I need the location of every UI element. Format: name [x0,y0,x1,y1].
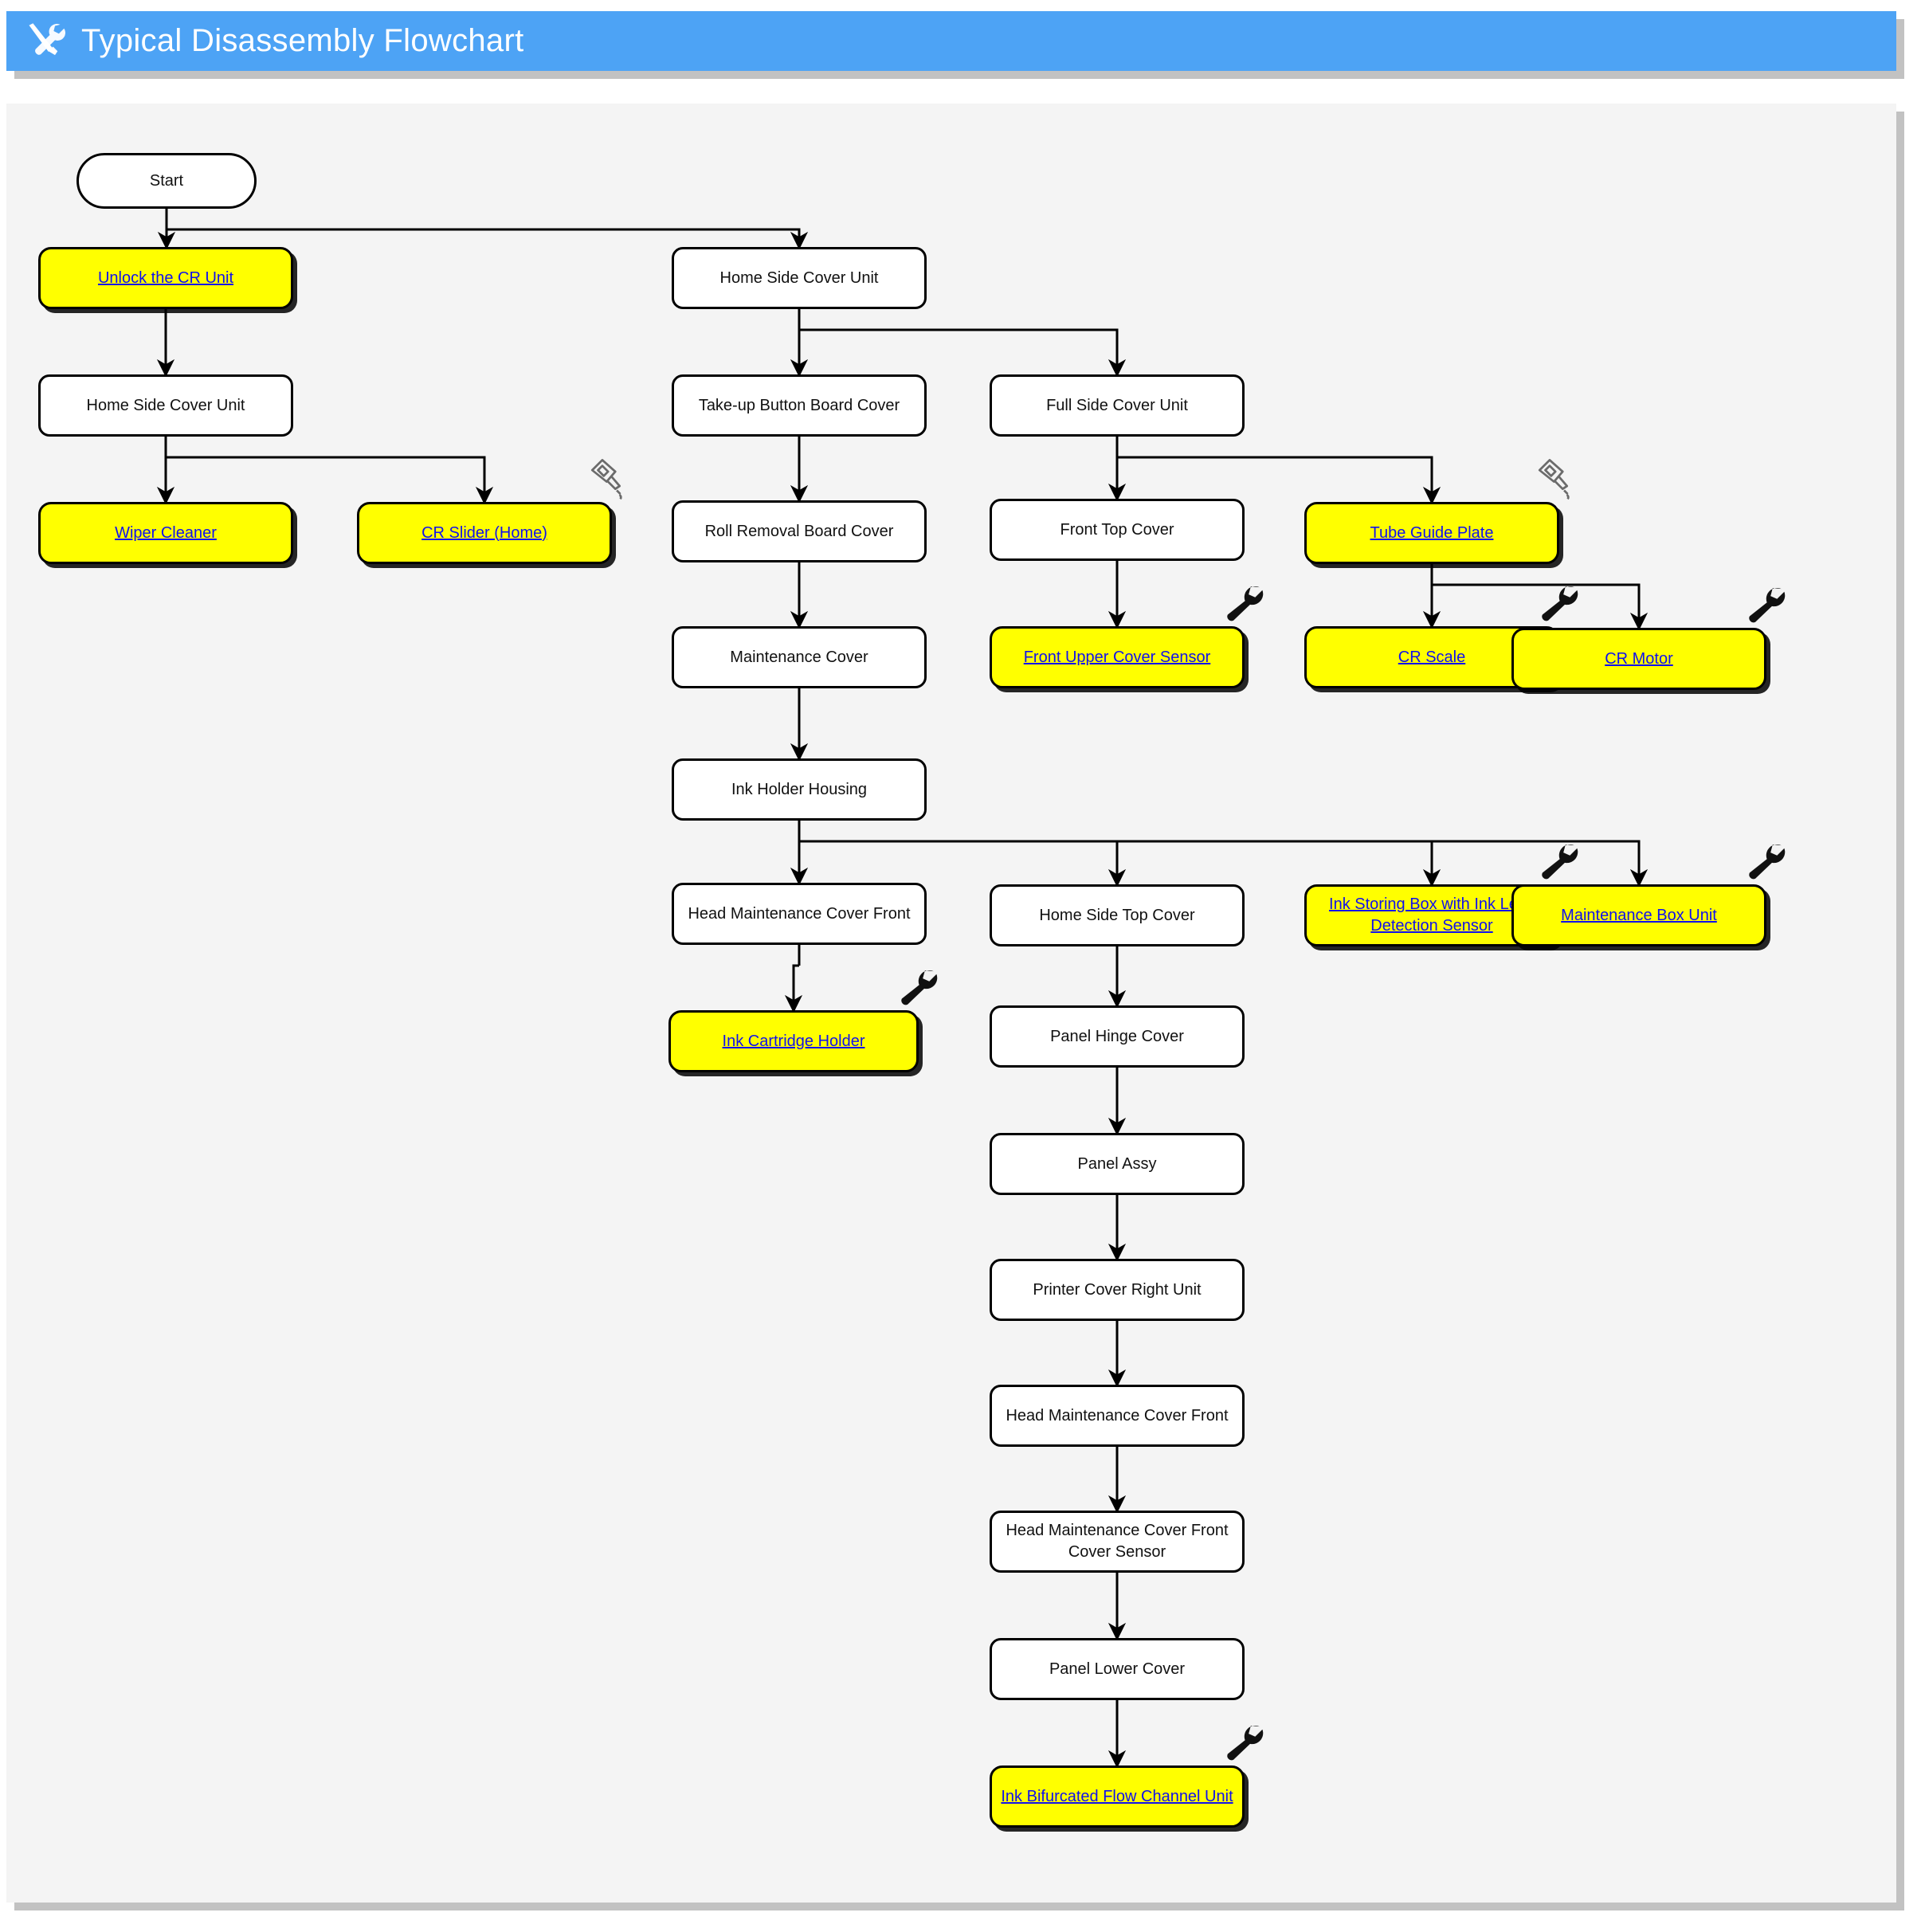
wrench-icon [893,964,939,1010]
flow-node-start: Start [76,153,257,209]
flow-node-take-up-button-board-cover: Take-up Button Board Cover [672,374,927,437]
flow-node-wiper-cleaner[interactable]: Wiper Cleaner [38,502,293,564]
flow-node-printer-cover-right-unit: Printer Cover Right Unit [990,1259,1245,1321]
flow-node-head-maintenance-cover-front: Head Maintenance Cover Front [672,883,927,945]
wrench-icon [1741,582,1787,628]
flow-node-label: Panel Lower Cover [1049,1660,1186,1678]
flow-node-label: Roll Removal Board Cover [704,522,894,540]
flow-node-home-side-cover-unit: Home Side Cover Unit [672,247,927,309]
flow-node-label: Home Side Cover Unit [86,396,245,414]
grease-applicator-icon [586,456,633,502]
flow-node-label: Take-up Button Board Cover [698,396,900,414]
app-header: Typical Disassembly Flowchart [6,11,1896,71]
flow-node-unlock-the-cr-unit[interactable]: Unlock the CR Unit [38,247,293,309]
flow-node-label: Full Side Cover Unit [1046,396,1188,414]
flow-node-ink-cartridge-holder[interactable]: Ink Cartridge Holder [668,1010,919,1072]
flow-node-maintenance-cover: Maintenance Cover [672,626,927,688]
wrench-icon [1534,580,1580,626]
flow-node-label: Ink Holder Housing [731,780,868,798]
flow-node-label[interactable]: CR Slider (Home) [421,523,547,542]
wrench-icon [1741,838,1787,884]
flow-node-label: Front Top Cover [1060,520,1174,539]
flow-node-front-top-cover: Front Top Cover [990,499,1245,561]
flow-node-label[interactable]: Ink Cartridge Holder [722,1032,865,1050]
flow-connectors [156,209,1649,1769]
flow-node-label[interactable]: CR Scale [1398,648,1466,666]
flow-node-label: Home Side Cover Unit [719,268,879,287]
flow-node-full-side-cover-unit: Full Side Cover Unit [990,374,1245,437]
flow-node-label: Head Maintenance Cover Front Cover Senso… [1006,1522,1229,1561]
flow-node-cr-slider-home[interactable]: CR Slider (Home) [357,502,612,564]
flow-node-tube-guide-plate[interactable]: Tube Guide Plate [1304,502,1559,564]
flow-node-roll-removal-board-cover: Roll Removal Board Cover [672,500,927,562]
flow-node-label[interactable]: Wiper Cleaner [115,523,217,542]
flow-node-label: Home Side Top Cover [1039,906,1195,924]
flow-node-panel-assy: Panel Assy [990,1133,1245,1195]
page-title: Typical Disassembly Flowchart [81,23,524,58]
flow-node-ink-bifurcated-flow-channel-unit[interactable]: Ink Bifurcated Flow Channel Unit [990,1765,1245,1828]
flow-node-panel-hinge-cover: Panel Hinge Cover [990,1005,1245,1068]
flow-node-label: Panel Hinge Cover [1050,1027,1184,1045]
flow-node-label[interactable]: Ink Storing Box with Ink Leak Detection … [1329,895,1535,935]
flow-node-head-maintenance-cover-front-cover-sensor: Head Maintenance Cover Front Cover Senso… [990,1511,1245,1573]
flow-node-ink-holder-housing: Ink Holder Housing [672,758,927,821]
flow-node-label[interactable]: Unlock the CR Unit [97,268,234,287]
wrench-icon [1219,580,1265,626]
flow-node-label: Maintenance Cover [730,648,868,666]
flow-node-label[interactable]: Maintenance Box Unit [1561,906,1717,924]
flow-node-label: Printer Cover Right Unit [1033,1280,1202,1299]
flow-node-label: Head Maintenance Cover Front [688,904,911,923]
flow-node-label: Start [149,171,184,190]
grease-applicator-icon [1534,456,1580,502]
wrench-icon [1534,838,1580,884]
flow-node-label[interactable]: Front Upper Cover Sensor [1023,648,1211,666]
hammer-wrench-icon [24,21,66,62]
flow-node-home-side-cover-unit: Home Side Cover Unit [38,374,293,437]
flow-node-cr-motor[interactable]: CR Motor [1511,628,1766,690]
wrench-icon [1219,1719,1265,1765]
flow-node-label: Panel Assy [1077,1154,1157,1173]
flow-node-label[interactable]: CR Motor [1605,649,1673,668]
flow-node-home-side-top-cover: Home Side Top Cover [990,884,1245,946]
flow-node-label[interactable]: Tube Guide Plate [1370,523,1494,542]
flow-node-panel-lower-cover: Panel Lower Cover [990,1638,1245,1700]
flow-node-label[interactable]: Ink Bifurcated Flow Channel Unit [1001,1787,1233,1805]
flow-node-head-maintenance-cover-front: Head Maintenance Cover Front [990,1385,1245,1447]
flow-node-maintenance-box-unit[interactable]: Maintenance Box Unit [1511,884,1766,946]
flow-node-label: Head Maintenance Cover Front [1006,1406,1229,1425]
flow-node-front-upper-cover-sensor[interactable]: Front Upper Cover Sensor [990,626,1245,688]
